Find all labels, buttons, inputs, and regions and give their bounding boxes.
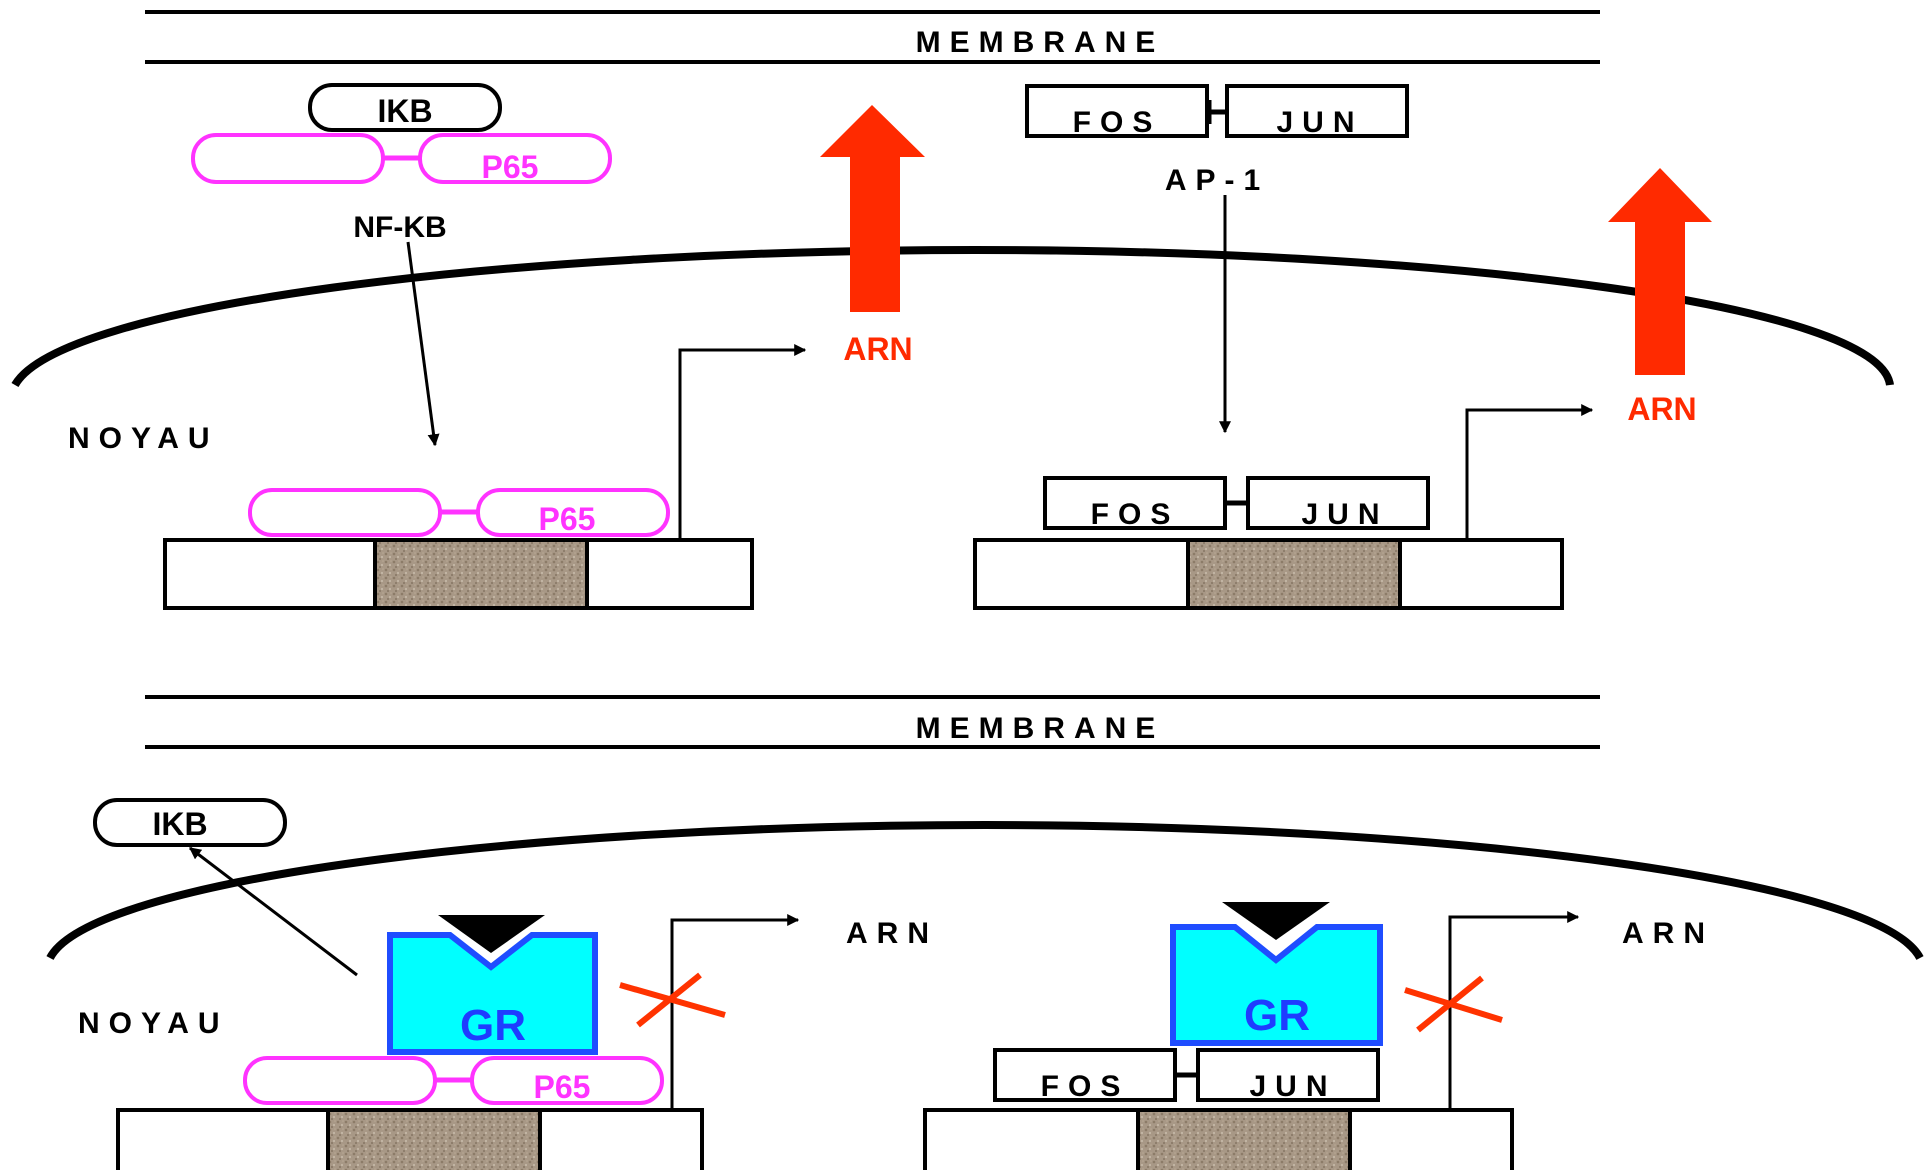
p50-bound bbox=[250, 490, 440, 535]
top-ap1-dna-complex: FOS JUN ARN bbox=[975, 391, 1697, 608]
dna-response-element bbox=[375, 540, 587, 608]
p50-repressed bbox=[245, 1058, 435, 1103]
fos-repressed-label: FOS bbox=[1041, 1070, 1130, 1103]
gr-label-ap1: GR bbox=[1244, 991, 1310, 1040]
dna-right-segment bbox=[587, 540, 752, 608]
top-nfkb-cytoplasm: IKB P65 NF-KB bbox=[193, 85, 610, 244]
top-nuclear-envelope bbox=[15, 250, 1890, 385]
rna-label-blocked-1: ARN bbox=[846, 917, 938, 950]
dna-left-segment-bottom bbox=[118, 1110, 328, 1170]
top-nucleus-label: NOYAU bbox=[68, 422, 219, 455]
block-cross-b bbox=[638, 975, 700, 1025]
bottom-membrane-label: MEMBRANE bbox=[916, 712, 1165, 745]
ap1-complex-label: AP-1 bbox=[1165, 164, 1269, 197]
top-membrane-label: MEMBRANE bbox=[916, 26, 1165, 59]
rna-label-blocked-2: ARN bbox=[1622, 917, 1714, 950]
dna-left-segment bbox=[165, 540, 375, 608]
jun-repressed-label: JUN bbox=[1249, 1070, 1336, 1103]
top-ap1-cytoplasm: FOS JUN AP-1 bbox=[1027, 86, 1407, 197]
p65-bound-label: P65 bbox=[539, 501, 596, 537]
bottom-panel: MEMBRANE NOYAU IKB GR P65 ARN bbox=[50, 697, 1920, 1170]
ikb-label: IKB bbox=[377, 93, 432, 129]
dna-left-segment-bottom-ap1 bbox=[925, 1110, 1138, 1170]
rna-export-arrow-2 bbox=[1608, 168, 1712, 375]
top-panel: MEMBRANE NOYAU IKB P65 NF-KB P65 AR bbox=[15, 12, 1890, 608]
nfkb-complex-label: NF-KB bbox=[353, 211, 446, 244]
transcription-start-arrow-ap1 bbox=[1467, 410, 1592, 538]
jun-bound-label: JUN bbox=[1301, 498, 1388, 531]
dna-response-element-ap1 bbox=[1188, 540, 1400, 608]
dna-right-segment-bottom bbox=[540, 1110, 702, 1170]
dna-right-segment-bottom-ap1 bbox=[1350, 1110, 1512, 1170]
p65-label: P65 bbox=[482, 149, 539, 185]
fos-bound-label: FOS bbox=[1091, 498, 1180, 531]
dna-right-segment-ap1 bbox=[1400, 540, 1562, 608]
p65-repressed-label: P65 bbox=[534, 1069, 591, 1105]
transcription-start-arrow bbox=[680, 350, 805, 538]
dna-response-element-bottom-ap1 bbox=[1138, 1110, 1350, 1170]
dna-response-element-bottom bbox=[328, 1110, 540, 1170]
p50-subunit bbox=[193, 135, 383, 182]
gr-ap1-complex: GR FOS JUN ARN bbox=[925, 902, 1714, 1170]
gr-label: GR bbox=[460, 1001, 526, 1050]
rna-export-arrow-1 bbox=[820, 105, 925, 312]
rna-label-2: ARN bbox=[1627, 391, 1696, 427]
fos-label: FOS bbox=[1073, 106, 1162, 139]
rna-label-1: ARN bbox=[843, 331, 912, 367]
ikb-released-label: IKB bbox=[152, 806, 207, 842]
gr-nfkb-complex: GR P65 ARN bbox=[118, 915, 938, 1170]
bottom-nucleus-label: NOYAU bbox=[78, 1007, 229, 1040]
jun-label: JUN bbox=[1276, 106, 1363, 139]
top-nfkb-dna-complex: P65 ARN bbox=[165, 331, 913, 608]
transcription-start-arrow-bottom bbox=[672, 920, 798, 1108]
dna-left-segment-ap1 bbox=[975, 540, 1188, 608]
